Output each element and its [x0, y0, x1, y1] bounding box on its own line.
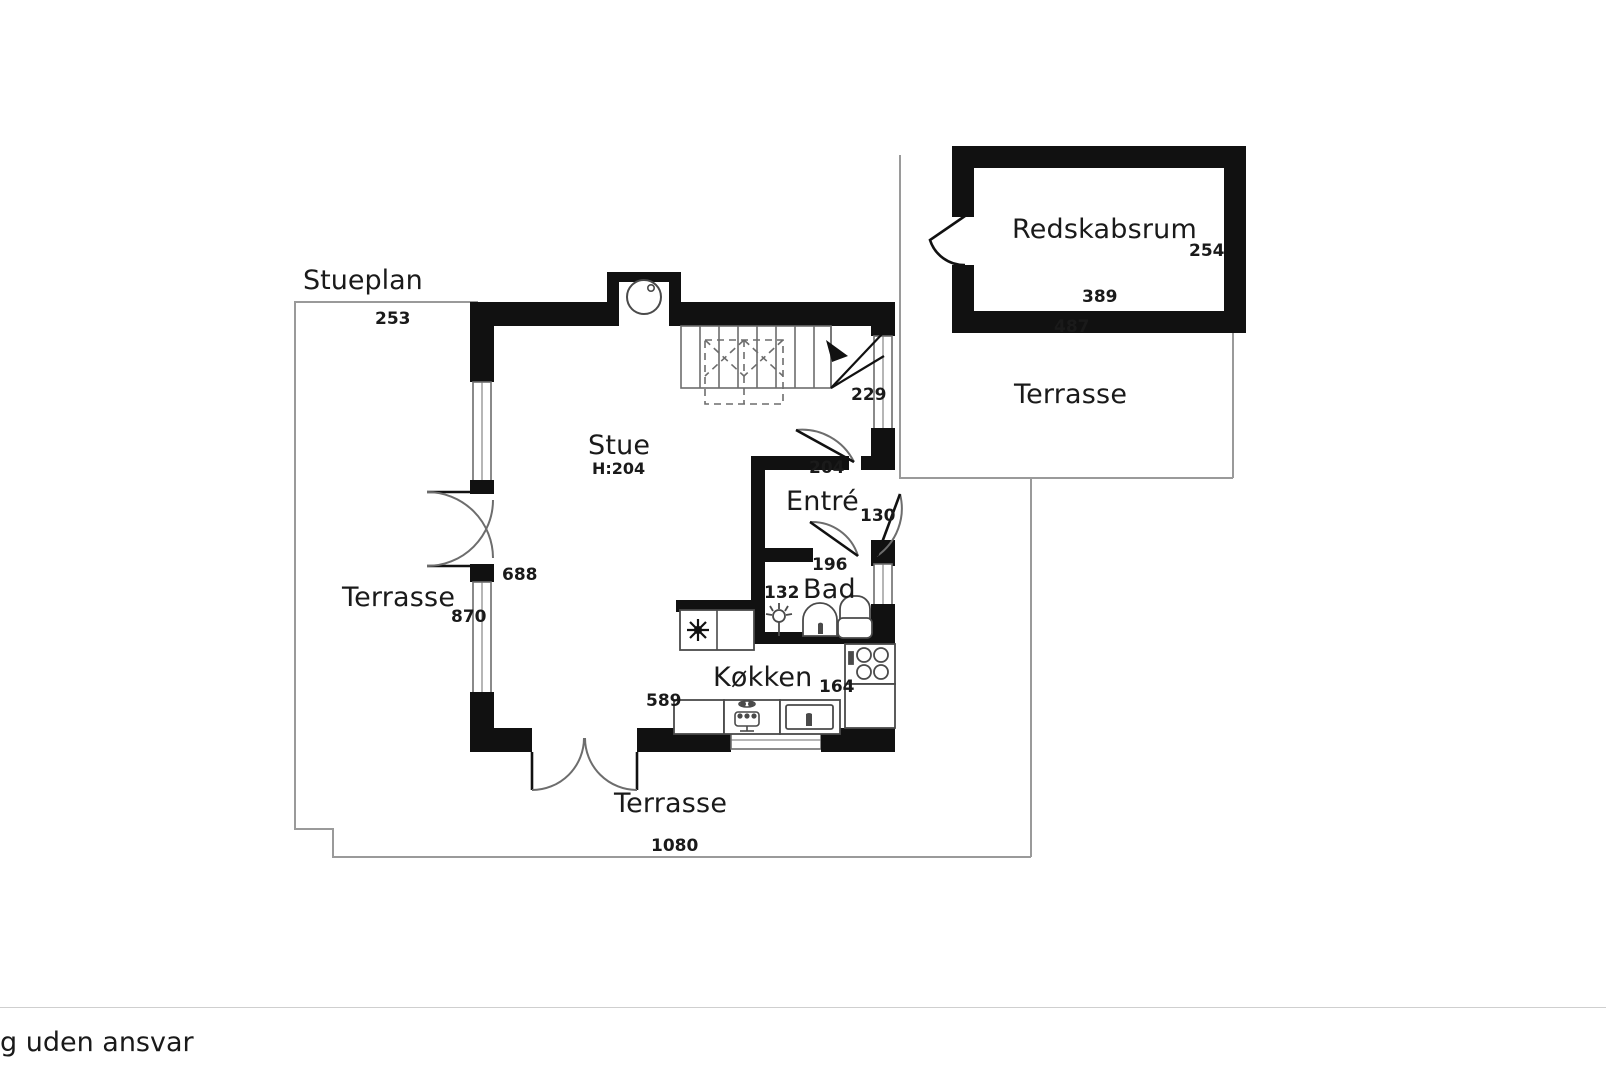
terrasse-label-bottom: Terrasse	[614, 788, 728, 819]
dimension-870: 870	[451, 607, 487, 627]
terrace-outline-right	[899, 155, 1234, 857]
terrasse-label-left: Terrasse	[342, 582, 456, 613]
kitchen-fixtures	[673, 609, 896, 735]
dimension-253: 253	[375, 309, 411, 329]
dimension-196: 196	[812, 555, 848, 575]
dimension-389: 389	[1082, 287, 1118, 307]
terrace-outline-left	[294, 301, 1031, 858]
room-label-kokken: Køkken	[713, 662, 813, 693]
sink-basin-top	[619, 279, 669, 318]
redskabsrum-walls	[928, 146, 1246, 333]
dimension-130: 130	[860, 506, 896, 526]
dimension-164: 164	[819, 677, 855, 697]
dimension-204: 204	[809, 458, 845, 478]
shower-head-icon	[765, 603, 793, 636]
footer-note: g uden ansvar	[0, 1027, 194, 1058]
kitchen-sink-icon	[785, 704, 834, 730]
dimension-589: 589	[646, 691, 682, 711]
dimension-487: 487	[1054, 317, 1090, 337]
cooktop-icon	[848, 647, 889, 680]
room-label-entre: Entré	[786, 486, 859, 517]
bathroom-fixtures	[765, 595, 873, 639]
dimension-688: 688	[502, 565, 538, 585]
room-label-bad: Bad	[803, 574, 856, 605]
refrigerator-icon	[687, 619, 709, 641]
room-label-redskabsrum: Redskabsrum	[1012, 214, 1197, 245]
dishwasher-icon	[734, 700, 760, 732]
terrasse-label-right: Terrasse	[1014, 379, 1128, 410]
page-title: Stueplan	[303, 265, 423, 296]
dimension-132: 132	[764, 583, 800, 603]
dimension-1080: 1080	[651, 836, 699, 856]
dimension-229: 229	[851, 385, 887, 405]
room-height-stue: H:204	[592, 459, 646, 478]
toilet-icon	[837, 595, 873, 639]
footer-divider	[0, 1007, 1606, 1008]
wash-basin-icon	[802, 602, 838, 637]
room-label-stue: Stue	[588, 430, 651, 461]
dimension-254: 254	[1189, 241, 1225, 261]
staircase	[680, 325, 885, 405]
interior-door-swings	[795, 428, 903, 558]
